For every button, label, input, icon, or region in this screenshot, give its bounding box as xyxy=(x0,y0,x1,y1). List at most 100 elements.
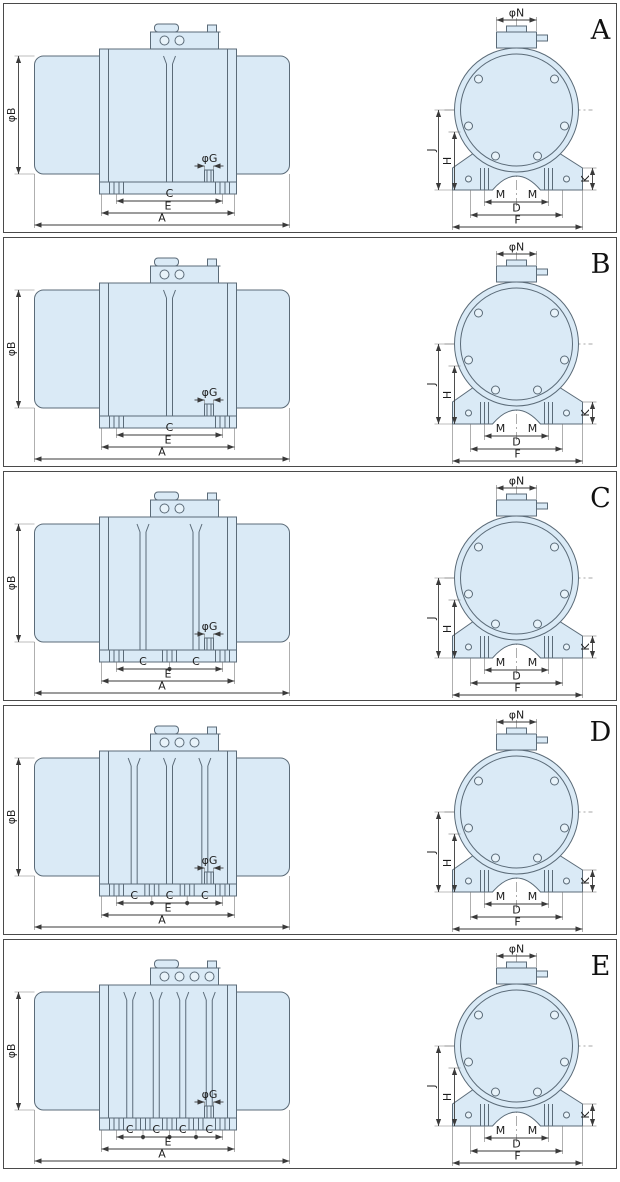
cover-bolt xyxy=(491,619,500,629)
end-shell xyxy=(454,749,579,875)
foot-hole xyxy=(465,643,472,651)
bolt-slot xyxy=(162,649,177,663)
stator-housing xyxy=(99,282,237,417)
bolt-slot xyxy=(109,649,124,663)
bolt-slot xyxy=(215,415,230,429)
dim-label-n: φN xyxy=(509,7,525,20)
dim-label-j: J xyxy=(425,850,438,854)
side-view xyxy=(34,23,290,195)
dim-label-e: E xyxy=(165,668,172,681)
bolt-slot xyxy=(144,883,160,897)
mounting-base xyxy=(99,181,237,195)
vent-cap xyxy=(207,960,217,969)
cover-bolt xyxy=(560,355,569,365)
cover-bolt xyxy=(560,823,569,833)
dim-label-b: φB xyxy=(5,342,18,357)
end-terminal-box xyxy=(496,499,537,517)
dim-label-0: C xyxy=(166,421,174,434)
g-bolt-hole xyxy=(204,169,214,183)
cover-bolt xyxy=(491,1087,500,1097)
dim-label-f: F xyxy=(514,1150,520,1163)
dim-label-3: C xyxy=(205,1123,213,1136)
end-view xyxy=(444,18,593,206)
cover-bolt xyxy=(560,589,569,599)
dim-label-h: H xyxy=(441,859,454,867)
dim-label-d: D xyxy=(512,1138,520,1151)
terminal-box-hole xyxy=(189,971,200,982)
dim-label-d: D xyxy=(512,202,520,215)
cover-bolt xyxy=(474,74,483,84)
bolt-slot xyxy=(179,883,195,897)
dim-label-1: C xyxy=(152,1123,160,1136)
dim-label-b: φB xyxy=(5,108,18,123)
mounting-base xyxy=(99,415,237,429)
end-terminal-cap xyxy=(506,259,527,267)
cover-bolt xyxy=(550,308,559,318)
cover-bolt xyxy=(550,74,559,84)
stator-housing xyxy=(99,984,237,1119)
cover-bolt xyxy=(474,542,483,552)
dim-label-h: H xyxy=(441,625,454,633)
terminal-box-hole xyxy=(174,269,185,280)
dim-label-g: φG xyxy=(202,1088,218,1101)
end-terminal-box xyxy=(496,31,537,49)
vent-cap xyxy=(207,726,217,735)
end-terminal-cap xyxy=(506,25,527,33)
terminal-box-hole xyxy=(159,269,170,280)
end-shell xyxy=(454,47,579,173)
dim-label-h: H xyxy=(441,1093,454,1101)
end-cover-ring xyxy=(460,989,573,1103)
foot-hole xyxy=(563,643,570,651)
cable-gland xyxy=(536,736,548,744)
dim-label-g: φG xyxy=(202,386,218,399)
dim-label-j: J xyxy=(425,148,438,152)
dim-label-h: H xyxy=(441,157,454,165)
foot-hole xyxy=(563,877,570,885)
side-view xyxy=(34,959,290,1131)
dim-label-a: A xyxy=(158,1148,166,1161)
dim-label-e: E xyxy=(165,1136,172,1149)
bolt-slot xyxy=(215,883,230,897)
vent-cap xyxy=(207,24,217,33)
g-bolt-hole xyxy=(204,403,214,417)
cable-gland xyxy=(536,970,548,978)
cover-bolt xyxy=(550,776,559,786)
end-cover-ring xyxy=(460,287,573,401)
dim-label-e: E xyxy=(165,434,172,447)
bolt-slot xyxy=(188,1117,204,1131)
stator-housing xyxy=(99,750,237,885)
end-terminal-cap xyxy=(506,727,527,735)
terminal-box-hole xyxy=(174,971,185,982)
g-bolt-hole xyxy=(204,871,214,885)
lifting-lug xyxy=(154,725,179,735)
dim-label-e: E xyxy=(165,200,172,213)
dim-label-g: φG xyxy=(202,152,218,165)
end-view xyxy=(444,954,593,1142)
dim-label-n: φN xyxy=(509,475,525,488)
dim-label-b: φB xyxy=(5,576,18,591)
dim-label-a: A xyxy=(158,446,166,459)
end-terminal-cap xyxy=(506,493,527,501)
cover-bolt xyxy=(474,1010,483,1020)
dim-label-k: K xyxy=(579,643,592,651)
dim-label-b: φB xyxy=(5,1044,18,1059)
dim-label-h: H xyxy=(441,391,454,399)
dim-label-a: A xyxy=(158,212,166,225)
cover-bolt xyxy=(533,385,542,395)
dim-label-f: F xyxy=(514,214,520,227)
lifting-lug xyxy=(154,959,179,969)
dim-label-n: φN xyxy=(509,943,525,956)
cover-bolt xyxy=(533,619,542,629)
dim-label-1: M xyxy=(528,656,538,669)
dim-label-a: A xyxy=(158,914,166,927)
cover-bolt xyxy=(533,1087,542,1097)
terminal-box-hole xyxy=(159,503,170,514)
foot-hole xyxy=(465,1111,472,1119)
